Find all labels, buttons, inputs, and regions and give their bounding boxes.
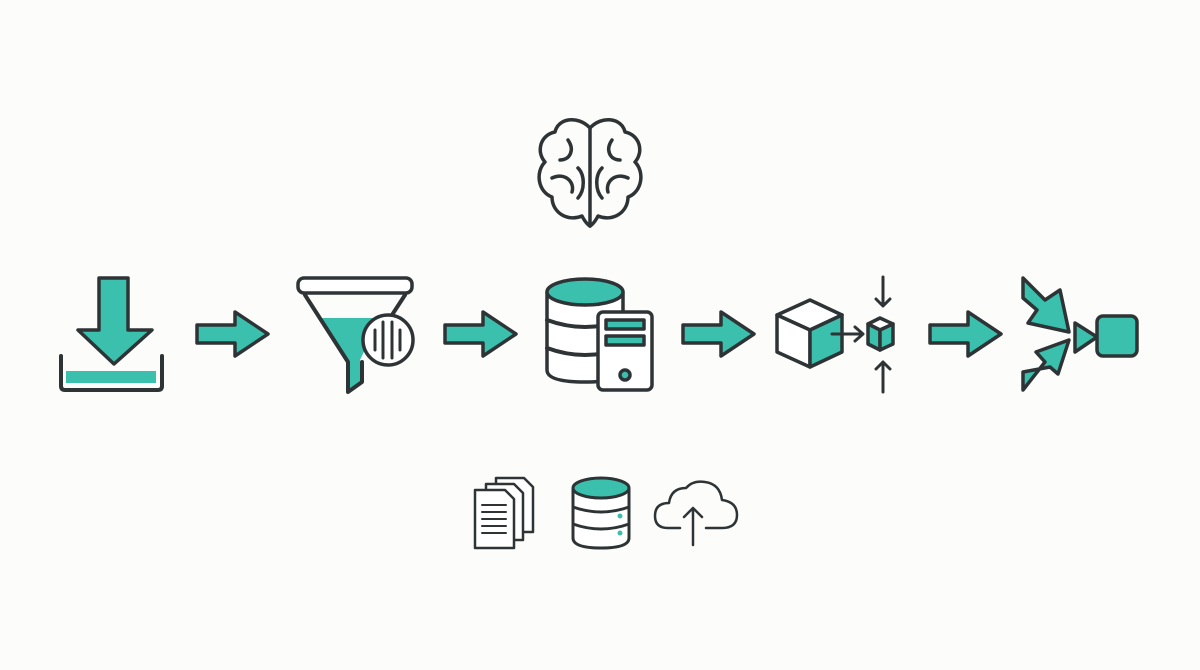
arrow-icon [195, 310, 270, 358]
cloud-upload-icon [653, 480, 739, 547]
download-icon [59, 276, 164, 392]
arrow-icon [681, 310, 756, 358]
brain-icon [537, 118, 643, 228]
arrow-icon [928, 310, 1003, 358]
converge-icon [1021, 276, 1139, 392]
database-server-icon [545, 277, 654, 392]
compress-cube-icon [775, 275, 895, 394]
database-icon [571, 476, 631, 550]
arrow-icon [443, 310, 518, 358]
filter-funnel-icon [296, 276, 415, 394]
documents-icon [473, 476, 535, 550]
